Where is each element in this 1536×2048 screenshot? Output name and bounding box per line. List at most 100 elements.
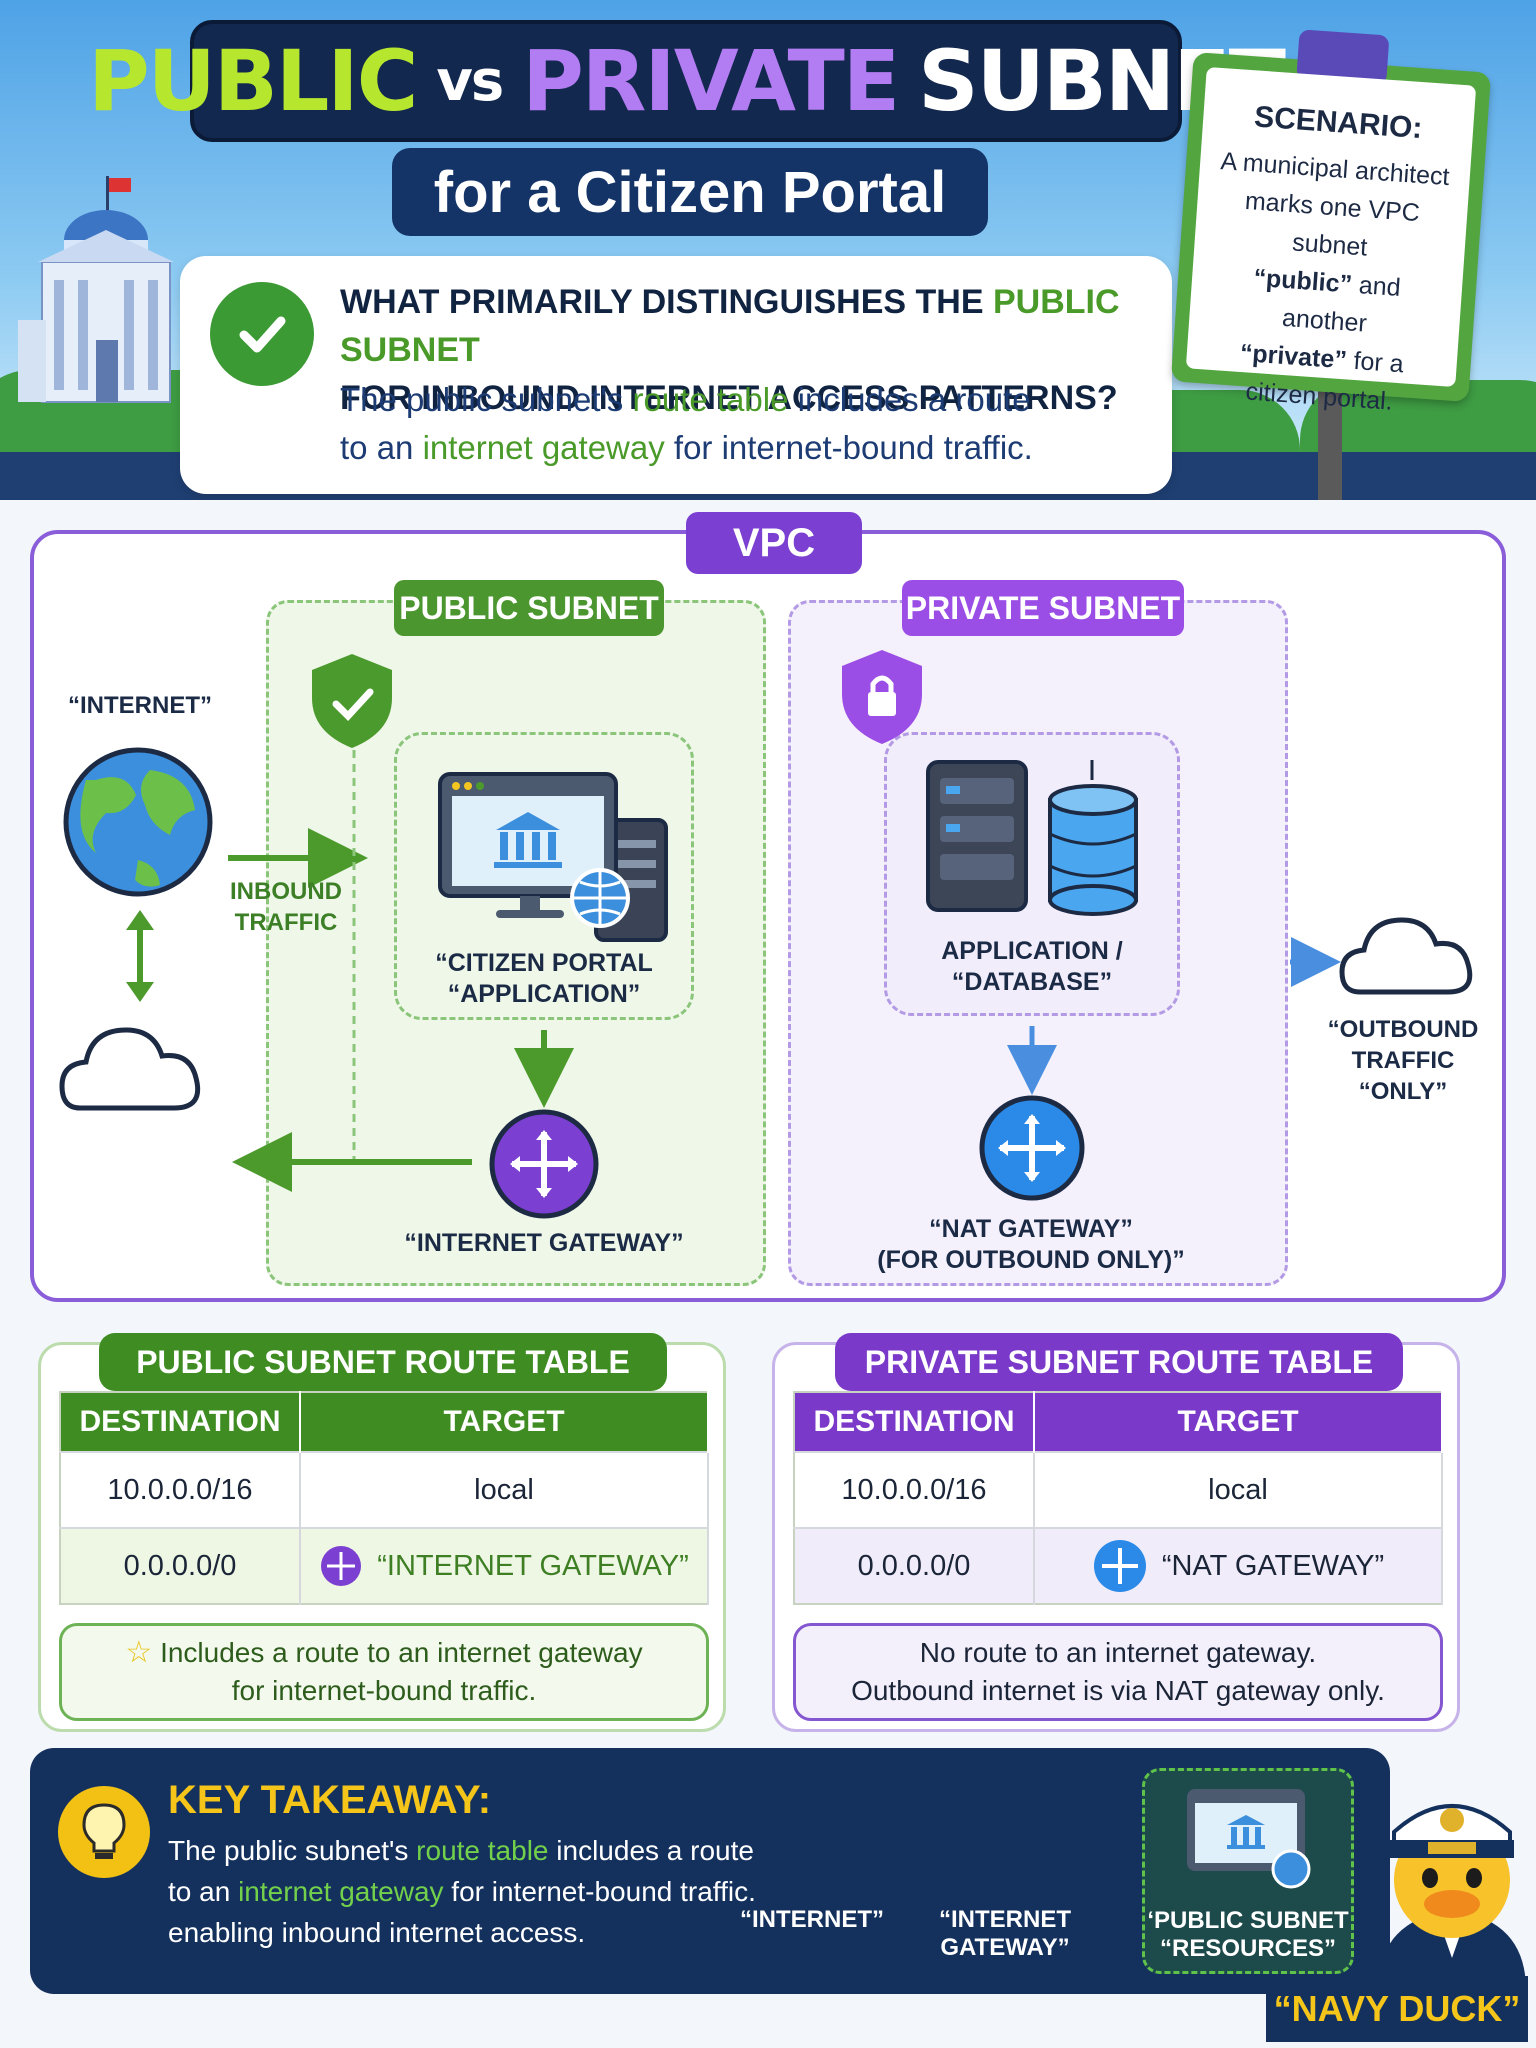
answer-highlight: internet gateway: [422, 429, 665, 466]
nat-router-icon: [979, 1095, 1085, 1201]
answer-part: to an: [340, 429, 423, 466]
takeaway-highlight: route table: [416, 1835, 549, 1866]
question-card: WHAT PRIMARILY DISTINGUISHES THE PUBLIC …: [180, 256, 1172, 494]
title-vs: vs: [436, 48, 504, 114]
sign-post: [1318, 382, 1342, 500]
note-line: Includes a route to an internet gateway: [160, 1637, 643, 1668]
answer-highlight: route table: [632, 381, 789, 418]
flow-line: “INTERNET: [939, 1906, 1071, 1933]
dest-cell: 0.0.0.0/0: [794, 1527, 1035, 1604]
col-destination: DESTINATION: [60, 1392, 301, 1452]
shield-check-icon: [312, 654, 392, 748]
server-icon: [926, 760, 1028, 912]
nat-line: “NAT GATEWAY”: [929, 1215, 1133, 1243]
lock-shield-icon: [842, 650, 922, 744]
takeaway-part: for internet-bound traffic.: [443, 1876, 756, 1907]
takeaway-body: The public subnet's route table includes…: [168, 1830, 758, 1953]
question-text: WHAT PRIMARILY DISTINGUISHES THE PUBLIC …: [340, 278, 1160, 422]
nat-line: (FOR OUTBOUND ONLY)”: [877, 1246, 1185, 1274]
private-note: No route to an internet gateway. Outboun…: [793, 1623, 1443, 1721]
answer-part: includes a route: [788, 381, 1031, 418]
answer-part: The public subnet's: [340, 381, 633, 418]
flow-internet-label: “INTERNET”: [740, 1906, 884, 1933]
out-line: “ONLY”: [1358, 1078, 1448, 1105]
question-line2: FOR INBOUND INTERNET ACCESS PATTERNS?: [340, 379, 1118, 417]
cloud-icon: [59, 1027, 201, 1111]
private-route-table-title: PRIVATE SUBNET ROUTE TABLE: [835, 1333, 1403, 1391]
question-highlight: PUBLIC SUBNET: [340, 283, 1120, 369]
private-route-table: DESTINATION TARGET 10.0.0.0/16 local 0.0…: [793, 1391, 1443, 1605]
target-cell: local: [1034, 1451, 1443, 1528]
note-line: for internet-bound traffic.: [231, 1675, 537, 1706]
takeaway-part: to an: [168, 1876, 239, 1907]
inbound-line: TRAFFIC: [234, 909, 338, 936]
dest-cell: 0.0.0.0/0: [60, 1527, 301, 1604]
db-line: “DATABASE”: [951, 968, 1113, 996]
public-route-table-title: PUBLIC SUBNET ROUTE TABLE: [99, 1333, 667, 1391]
title-private: PRIVATE: [522, 32, 900, 130]
star-icon: ☆: [125, 1636, 153, 1669]
answer-part: for internet-bound traffic.: [664, 429, 1033, 466]
public-route-table-panel: PUBLIC SUBNET ROUTE TABLE DESTINATION TA…: [38, 1333, 726, 1732]
outbound-traffic-label: “OUTBOUND TRAFFIC “ONLY”: [1320, 1014, 1486, 1107]
monitor-icon: [1187, 1789, 1311, 1889]
flow-line: ‘PUBLIC SUBNET: [1147, 1907, 1349, 1934]
table-row: 0.0.0.0/0 “NAT GATEWAY”: [794, 1527, 1443, 1604]
public-note: ☆ Includes a route to an internet gatewa…: [59, 1623, 709, 1721]
takeaway-part: enabling inbound internet access.: [168, 1917, 586, 1948]
note-line: Outbound internet is via NAT gateway onl…: [851, 1675, 1385, 1706]
main-title: PUBLIC vs PRIVATE SUBNET: [88, 20, 1286, 142]
table-row: 10.0.0.0/16 local: [794, 1451, 1443, 1528]
router-icon: [489, 1109, 599, 1219]
col-target: TARGET: [1034, 1392, 1443, 1452]
target-cell: “INTERNET GATEWAY”: [300, 1527, 709, 1604]
out-line: TRAFFIC: [1351, 1047, 1455, 1074]
nat-router-icon: [1093, 1540, 1146, 1592]
flow-line: “RESOURCES”: [1159, 1935, 1337, 1962]
takeaway-title: KEY TAKEAWAY:: [168, 1778, 492, 1822]
citizen-portal-label: “CITIZEN PORTAL “APPLICATION”: [414, 948, 674, 1010]
answer-text: The public subnet's route table includes…: [340, 376, 1160, 472]
title-public: PUBLIC: [88, 32, 418, 130]
public-resources-box: ‘PUBLIC SUBNET“RESOURCES”: [1142, 1768, 1354, 1974]
takeaway-part: The public subnet's: [168, 1835, 417, 1866]
col-target: TARGET: [300, 1392, 709, 1452]
note-line: No route to an internet gateway.: [919, 1637, 1317, 1668]
duck-mascot-icon: [1378, 1804, 1526, 1990]
monitor-icon: [438, 772, 668, 942]
target-label: “NAT GATEWAY”: [1161, 1549, 1385, 1582]
public-route-table: DESTINATION TARGET 10.0.0.0/16 local 0.0…: [59, 1391, 709, 1605]
app-line: “CITIZEN PORTAL: [435, 949, 653, 977]
target-label: “INTERNET GATEWAY”: [377, 1549, 689, 1582]
target-cell: local: [300, 1451, 709, 1528]
dest-cell: 10.0.0.0/16: [60, 1451, 301, 1528]
flow-resources-label: ‘PUBLIC SUBNET“RESOURCES”: [1145, 1907, 1351, 1963]
table-row: 0.0.0.0/0 “INTERNET GATEWAY”: [60, 1527, 709, 1604]
flow-line: GATEWAY”: [940, 1934, 1070, 1961]
dest-cell: 10.0.0.0/16: [794, 1451, 1035, 1528]
globe-icon: [63, 747, 213, 897]
public-subnet-tag: PUBLIC SUBNET: [394, 580, 664, 636]
out-line: “OUTBOUND: [1327, 1016, 1479, 1043]
private-subnet-tag: PRIVATE SUBNET: [902, 580, 1184, 636]
col-destination: DESTINATION: [794, 1392, 1035, 1452]
nat-gateway-label: “NAT GATEWAY” (FOR OUTBOUND ONLY)”: [866, 1214, 1196, 1276]
inbound-line: INBOUND: [230, 878, 342, 905]
internet-label: “INTERNET”: [68, 692, 212, 719]
subtitle: for a Citizen Portal: [392, 148, 988, 236]
table-row: 10.0.0.0/16 local: [60, 1451, 709, 1528]
private-route-table-panel: PRIVATE SUBNET ROUTE TABLE DESTINATION T…: [772, 1333, 1460, 1732]
question-line1: WHAT PRIMARILY DISTINGUISHES THE: [340, 283, 993, 321]
target-cell: “NAT GATEWAY”: [1034, 1527, 1443, 1604]
vpc-label: VPC: [686, 512, 862, 574]
database-icon: [1048, 760, 1138, 916]
inbound-traffic-label: INBOUND TRAFFIC: [226, 876, 346, 938]
lightbulb-icon: [58, 1786, 150, 1878]
app-line: “APPLICATION”: [447, 980, 641, 1008]
cloud-icon: [1339, 917, 1473, 995]
internet-gateway-label: “INTERNET GATEWAY”: [404, 1229, 684, 1257]
takeaway-highlight: internet gateway: [238, 1876, 444, 1907]
check-icon: [210, 282, 314, 386]
